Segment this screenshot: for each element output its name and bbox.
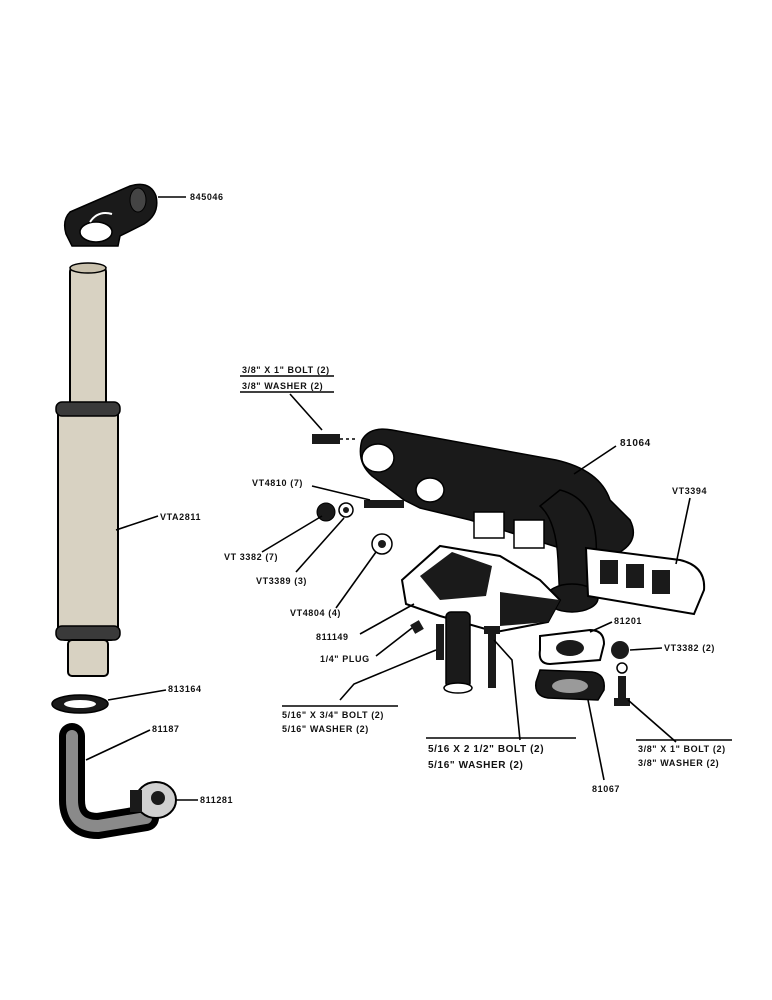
label-bolt-right-2: 3/8" WASHER (2) [638, 758, 719, 768]
label-bottom-gasket: 81067 [592, 784, 620, 794]
leader-bolt-right [627, 699, 677, 743]
leader-gasket-small [107, 689, 167, 701]
label-flat-washer: VT4804 (4) [290, 608, 341, 618]
label-bolt-top-2: 3/8" WASHER (2) [242, 381, 323, 391]
flat-washer-part [371, 533, 393, 555]
leader-spacer [589, 621, 613, 633]
spacer-part [538, 628, 606, 666]
label-spacer: 81201 [614, 616, 642, 626]
label-clamp: 811281 [200, 795, 233, 805]
leader-washer [295, 517, 345, 573]
label-pipe: 81187 [152, 724, 180, 734]
leader-gasket-right [675, 497, 691, 565]
washer-part [338, 502, 354, 518]
tailpipe-part [69, 262, 107, 409]
label-bolt-left-2: 5/16" WASHER (2) [282, 724, 369, 734]
leader-nut-right [629, 647, 663, 651]
leader-muffler [115, 515, 159, 531]
leader-bolt-left [339, 649, 437, 701]
leader-flat-washer [335, 551, 377, 609]
label-heat-box: 811149 [316, 632, 349, 642]
manifold-gasket-part [584, 546, 706, 616]
leader-pipe [85, 729, 151, 761]
label-stud: VT4810 (7) [252, 478, 303, 488]
label-gasket-small: 813164 [168, 684, 202, 694]
label-nut-right: VT3382 (2) [664, 643, 715, 653]
label-bolt-right-1: 3/8" X 1" BOLT (2) [638, 744, 726, 754]
label-muffler: VTA2811 [160, 512, 201, 522]
leader-bolt-top [289, 393, 323, 431]
elbow-outlet-part [63, 183, 158, 247]
label-manifold: 81064 [620, 438, 651, 449]
plug-part [410, 620, 424, 634]
nut-right-part [611, 641, 629, 674]
label-bolt-mid-2: 5/16" WASHER (2) [428, 760, 523, 771]
heat-control-box-part [400, 544, 562, 694]
leader-plug [375, 627, 413, 657]
bolt-top-part [312, 434, 358, 444]
label-washer: VT3389 (3) [256, 576, 307, 586]
leader-nut [261, 515, 323, 553]
bottom-gasket-part [535, 669, 605, 701]
exhaust-pipe-elbow-part [59, 723, 159, 840]
leader-bolt-mid [493, 639, 521, 741]
leader-bottom-gasket [587, 699, 605, 781]
label-bolt-mid-1: 5/16 X 2 1/2" BOLT (2) [428, 744, 544, 755]
label-bolt-top-1: 3/8" X 1" BOLT (2) [242, 365, 330, 375]
leader-heat-box [359, 603, 415, 635]
bolt-left-part [436, 624, 444, 660]
pipe-clamp-part [130, 781, 177, 819]
label-elbow-top: 845046 [190, 192, 224, 202]
bolt-right-part [614, 676, 630, 706]
leader-manifold [573, 445, 617, 475]
label-bolt-left-1: 5/16" X 3/4" BOLT (2) [282, 710, 384, 720]
exhaust-manifold-part [359, 428, 635, 613]
label-gasket-right: VT3394 [672, 486, 707, 496]
muffler-part [55, 401, 121, 677]
stud-part [364, 500, 404, 508]
label-nut: VT 3382 (7) [224, 552, 278, 562]
bolt-mid-part [484, 626, 500, 688]
muffler-gasket-part [51, 694, 109, 714]
leader-stud [311, 485, 371, 501]
label-plug: 1/4" PLUG [320, 654, 370, 664]
